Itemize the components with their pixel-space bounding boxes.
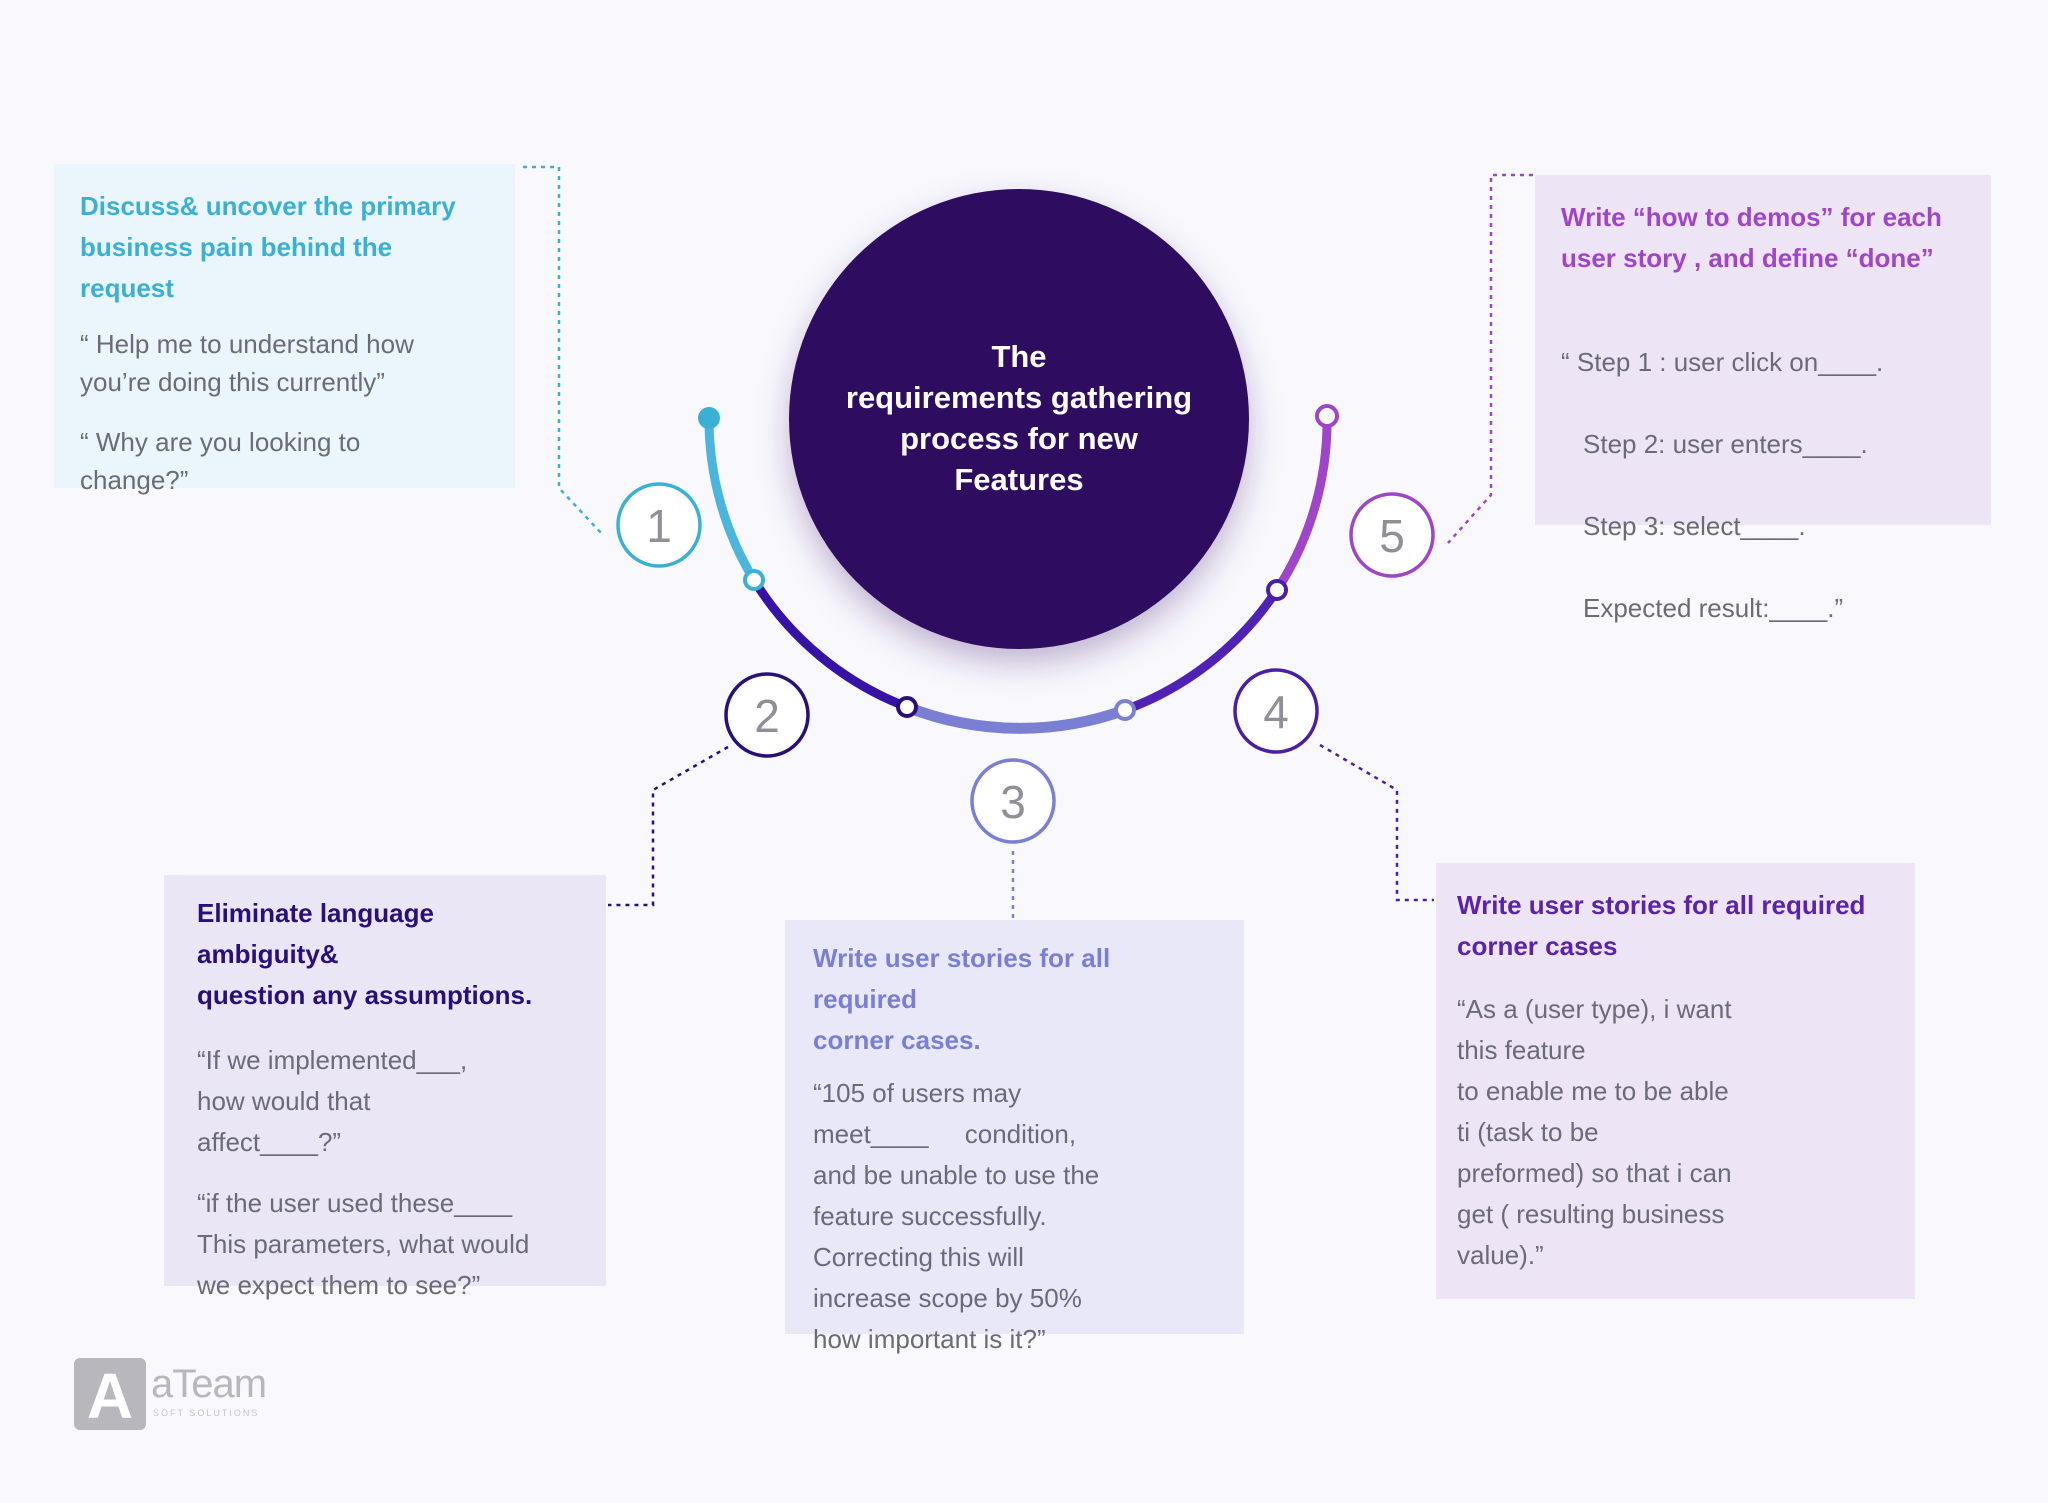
step-number-2: 2 (754, 690, 780, 742)
step-5-steps: “ Step 1 : user click on____. Step 2: us… (1561, 301, 1965, 670)
arc-start-dot (698, 407, 720, 429)
step-title-5: Write “how to demos” for each user story… (1561, 202, 1942, 273)
step-1-quote-2: “ Why are you looking to change?” (80, 427, 361, 495)
arc-joint-4 (1266, 579, 1288, 601)
arc-segment-5 (1273, 415, 1332, 593)
step-marker-2: 2 (724, 672, 810, 758)
step-title-3: Write user stories for all required corn… (813, 943, 1111, 1055)
connector-2 (608, 745, 729, 907)
step-card-3: Write user stories for all required corn… (785, 920, 1244, 1354)
step-title-1: Discuss& uncover the primary business pa… (80, 191, 456, 303)
step-card-2: Eliminate language ambiguity& question a… (164, 875, 606, 1300)
step-number-5: 5 (1379, 510, 1405, 562)
step-2-quote-1: “If we implemented___, how would that af… (197, 1045, 468, 1157)
logo-mark-letter: A (87, 1360, 133, 1430)
step-3-quote-1: “105 of users may meet____ condition, an… (813, 1078, 1100, 1354)
step-marker-1: 1 (616, 482, 702, 568)
step-5-line-2: Step 2: user enters____. (1583, 429, 1868, 459)
step-5-line-4: Expected result:____.” (1583, 593, 1844, 623)
logo-wordmark: aTeam (151, 1362, 267, 1406)
center-title: The requirements gathering process for n… (845, 339, 1193, 497)
step-5-line-1: “ Step 1 : user click on____. (1561, 347, 1884, 377)
ateam-logo: A aTeam SOFT SOLUTIONS (74, 1358, 284, 1432)
arc-joint-2 (896, 696, 918, 718)
step-number-4: 4 (1263, 686, 1289, 738)
arc-joint-3 (1114, 699, 1136, 721)
arc-segment-3 (904, 701, 1127, 734)
step-title-4: Write user stories for all required corn… (1457, 890, 1866, 961)
step-marker-5: 5 (1349, 492, 1435, 578)
arc-segment-2 (750, 577, 909, 712)
connector-4 (1319, 743, 1434, 902)
arc-segment-1 (704, 413, 759, 585)
step-card-4: Write user stories for all required corn… (1436, 863, 1915, 1299)
step-marker-4: 4 (1233, 668, 1319, 754)
step-title-2: Eliminate language ambiguity& question a… (197, 898, 533, 1010)
arc-end-dot (1315, 404, 1339, 428)
step-card-5: Write “how to demos” for each user story… (1535, 175, 1991, 623)
arc-segment-4 (1123, 587, 1281, 715)
step-number-3: 3 (1000, 776, 1026, 828)
connector-5 (1447, 173, 1533, 544)
logo-tagline: SOFT SOLUTIONS (153, 1408, 260, 1418)
step-marker-3: 3 (970, 758, 1056, 844)
step-4-quote-1: “As a (user type), i want this feature t… (1457, 994, 1732, 1270)
center-circle (789, 189, 1249, 649)
step-card-1: Discuss& uncover the primary business pa… (54, 164, 515, 495)
step-number-1: 1 (646, 500, 672, 552)
step-5-line-3: Step 3: select____. (1583, 511, 1806, 541)
step-1-quote-1: “ Help me to understand how you’re doing… (80, 329, 414, 397)
connector-1 (523, 165, 603, 535)
step-2-quote-2: “if the user used these____ This paramet… (197, 1188, 530, 1300)
logo-mark-icon: A (74, 1358, 146, 1430)
arc-joint-1 (743, 569, 765, 591)
